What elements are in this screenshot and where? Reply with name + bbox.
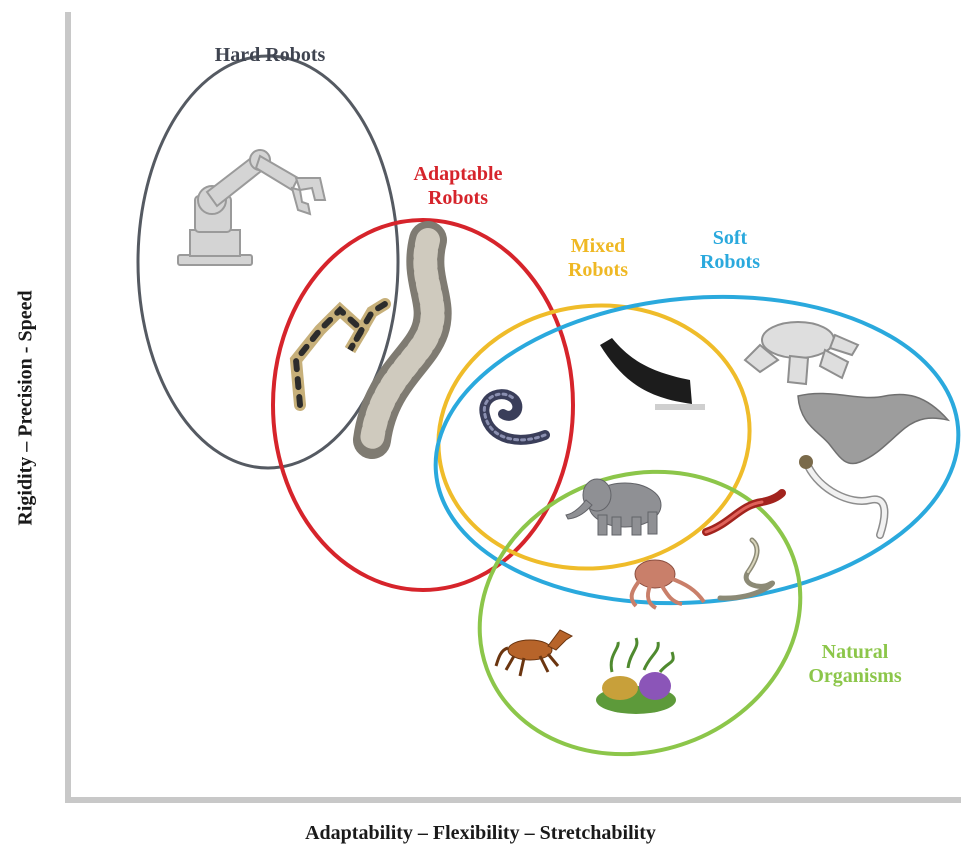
soft-bending-actuator-icon	[600, 338, 705, 410]
industrial-robot-arm-icon	[178, 150, 325, 265]
natural-organisms-label: Natural Organisms	[780, 640, 930, 688]
sea-anemone-icon	[596, 638, 676, 714]
x-axis-label: Adaptability – Flexibility – Stretchabil…	[0, 822, 961, 845]
hard-robots-label: Hard Robots	[190, 43, 350, 67]
soft-robots-label: Soft Robots	[680, 226, 780, 274]
natural-organisms-ellipse	[440, 428, 841, 799]
snake-icon	[720, 540, 773, 598]
soft-gripper-icon	[745, 322, 858, 384]
horse-icon	[496, 630, 572, 676]
soft-snake-robot-icon	[799, 455, 884, 535]
coiled-tentacle-robot-icon	[484, 394, 545, 440]
y-axis-label: Rigidity – Precision - Speed	[15, 290, 38, 525]
adaptable-robots-label: Adaptable Robots	[388, 162, 528, 210]
segmented-continuum-robot-icon	[372, 240, 433, 440]
soft-elephant-trunk-robot-icon	[798, 393, 948, 463]
mixed-robots-label: Mixed Robots	[548, 234, 648, 282]
